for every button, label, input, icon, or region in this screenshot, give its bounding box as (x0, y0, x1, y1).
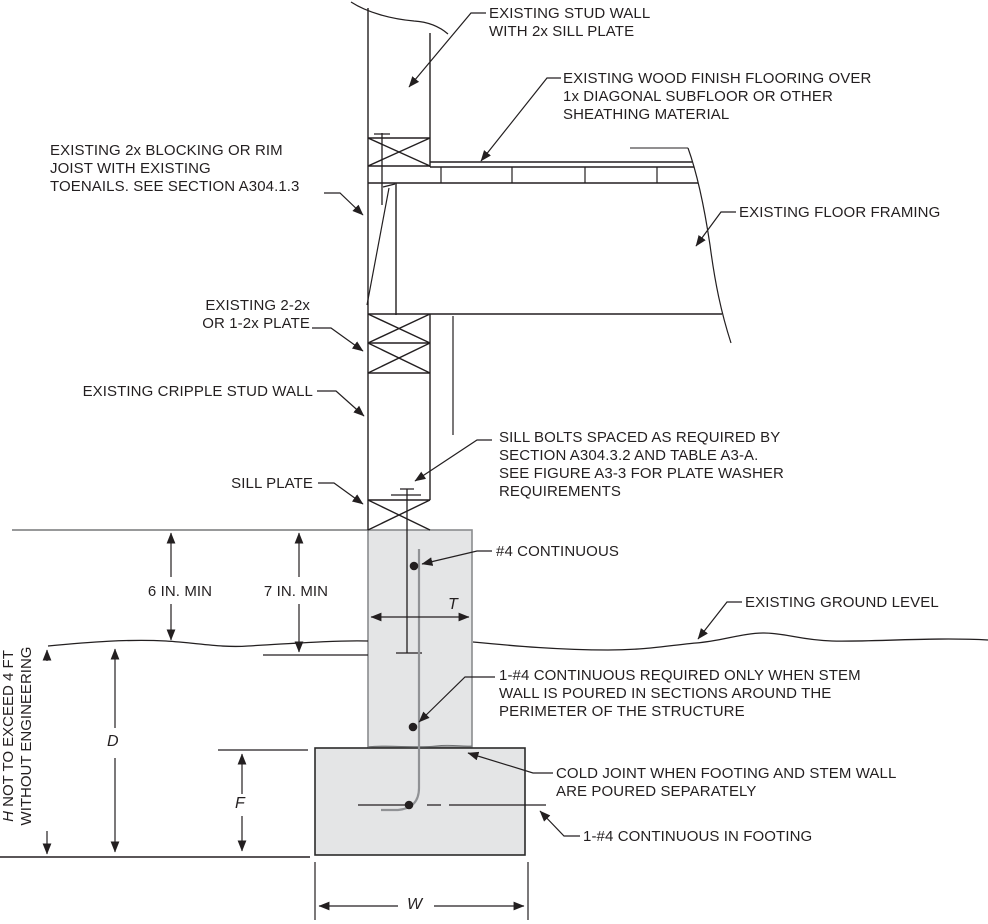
sill-plate-box (367, 499, 431, 531)
dim-h-line2: WITHOUT ENGINEERING (18, 646, 35, 826)
label-blocking: EXISTING 2x BLOCKING OR RIM JOIST WITH E… (50, 142, 300, 195)
dim-d-label: D (107, 733, 119, 750)
toenail-line (366, 183, 396, 306)
upper-sill-plate-blocking (367, 137, 431, 167)
label-plate: EXISTING 2-2x OR 1-2x PLATE (202, 297, 310, 332)
leader-plate (312, 327, 364, 352)
top-plate-x-pattern (367, 313, 431, 374)
dim-t-label: T (448, 596, 458, 613)
rebar-dot-stem-top (409, 561, 419, 571)
dim-h-rest: NOT TO EXCEED 4 FT (0, 650, 17, 812)
leader-sill-bolts (414, 439, 492, 482)
leader-footing-bar (539, 810, 580, 837)
sill-anchor-bolt (391, 488, 422, 654)
label-stem-bar: 1-#4 CONTINUOUS REQUIRED ONLY WHEN STEM … (499, 667, 861, 720)
leader-cold-joint (467, 751, 553, 774)
rebar-dot-stem-bottom (408, 722, 418, 732)
leader-blocking (324, 192, 364, 216)
dim-w-label: W (407, 896, 423, 913)
leader-stem-bar (418, 676, 495, 723)
leader-lines (312, 12, 742, 837)
label-footing-bar: 1-#4 CONTINUOUS IN FOOTING (583, 828, 813, 845)
ground-line-right (472, 632, 988, 651)
label-stud-wall: EXISTING STUD WALL WITH 2x SILL PLATE (489, 5, 651, 40)
label-floor-framing: EXISTING FLOOR FRAMING (739, 204, 941, 221)
leader-flooring (480, 77, 561, 162)
framing-lines (350, 1, 732, 654)
flooring-lines (368, 161, 698, 184)
dimension-lines (42, 532, 529, 920)
leader-stud-wall (408, 12, 486, 88)
label-sill-plate: SILL PLATE (231, 475, 313, 492)
label-cripple-wall: EXISTING CRIPPLE STUD WALL (82, 383, 313, 400)
leader-floor-framing (695, 211, 736, 247)
dim-f-label: F (235, 795, 245, 812)
dim-7in-label: 7 IN. MIN (263, 583, 329, 600)
wall-break-line (350, 1, 449, 35)
rebar-dot-footing (404, 800, 414, 810)
leader-cripple-wall (317, 390, 365, 417)
label-flooring: EXISTING WOOD FINISH FLOORING OVER 1x DI… (563, 70, 872, 123)
top-plate-boxes (368, 314, 431, 374)
upper-bolt (374, 133, 390, 205)
floor-break-line (687, 147, 732, 344)
dim-h-label: H NOT TO EXCEED 4 FT WITHOUT ENGINEERING (0, 641, 36, 831)
leader-bar-continuous (421, 550, 492, 566)
flooring-joint-ticks (440, 167, 658, 183)
label-ground-level: EXISTING GROUND LEVEL (745, 594, 939, 611)
leader-ground-level (697, 601, 742, 640)
ground-line-left (47, 639, 369, 648)
label-bar-continuous: #4 CONTINUOUS (496, 543, 619, 560)
dim-h-italic: H (0, 811, 17, 822)
label-cold-joint: COLD JOINT WHEN FOOTING AND STEM WALL AR… (556, 765, 897, 800)
leader-sill-plate (318, 482, 364, 505)
rebar (358, 549, 546, 812)
label-sill-bolts: SILL BOLTS SPACED AS REQUIRED BY SECTION… (499, 429, 784, 500)
dim-6in-label: 6 IN. MIN (147, 583, 213, 600)
ground-lines (0, 529, 988, 858)
